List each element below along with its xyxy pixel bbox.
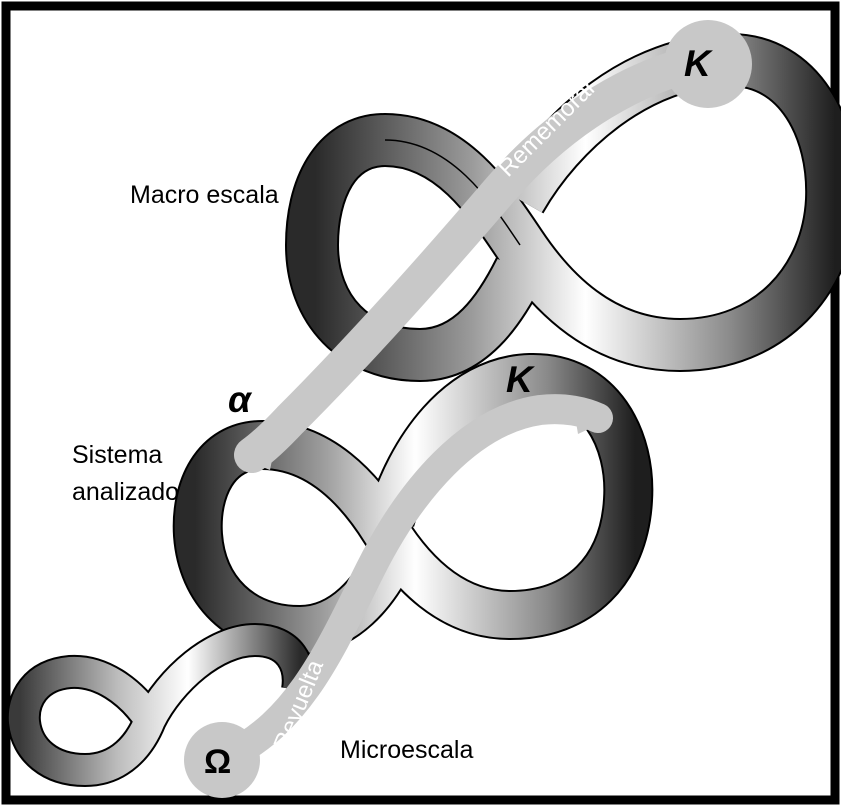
kappa-top-symbol: K bbox=[684, 43, 713, 84]
micro-scale-label: Microescala bbox=[340, 736, 473, 764]
macro-scale-label: Macro escala bbox=[130, 181, 279, 209]
alpha-symbol: α bbox=[228, 379, 253, 420]
analyzed-system-label-line2: analizado bbox=[72, 478, 179, 506]
kappa-middle-symbol: K bbox=[506, 359, 535, 400]
analyzed-system-label-line1: Sistema bbox=[72, 441, 162, 469]
omega-symbol: Ω bbox=[204, 743, 231, 781]
